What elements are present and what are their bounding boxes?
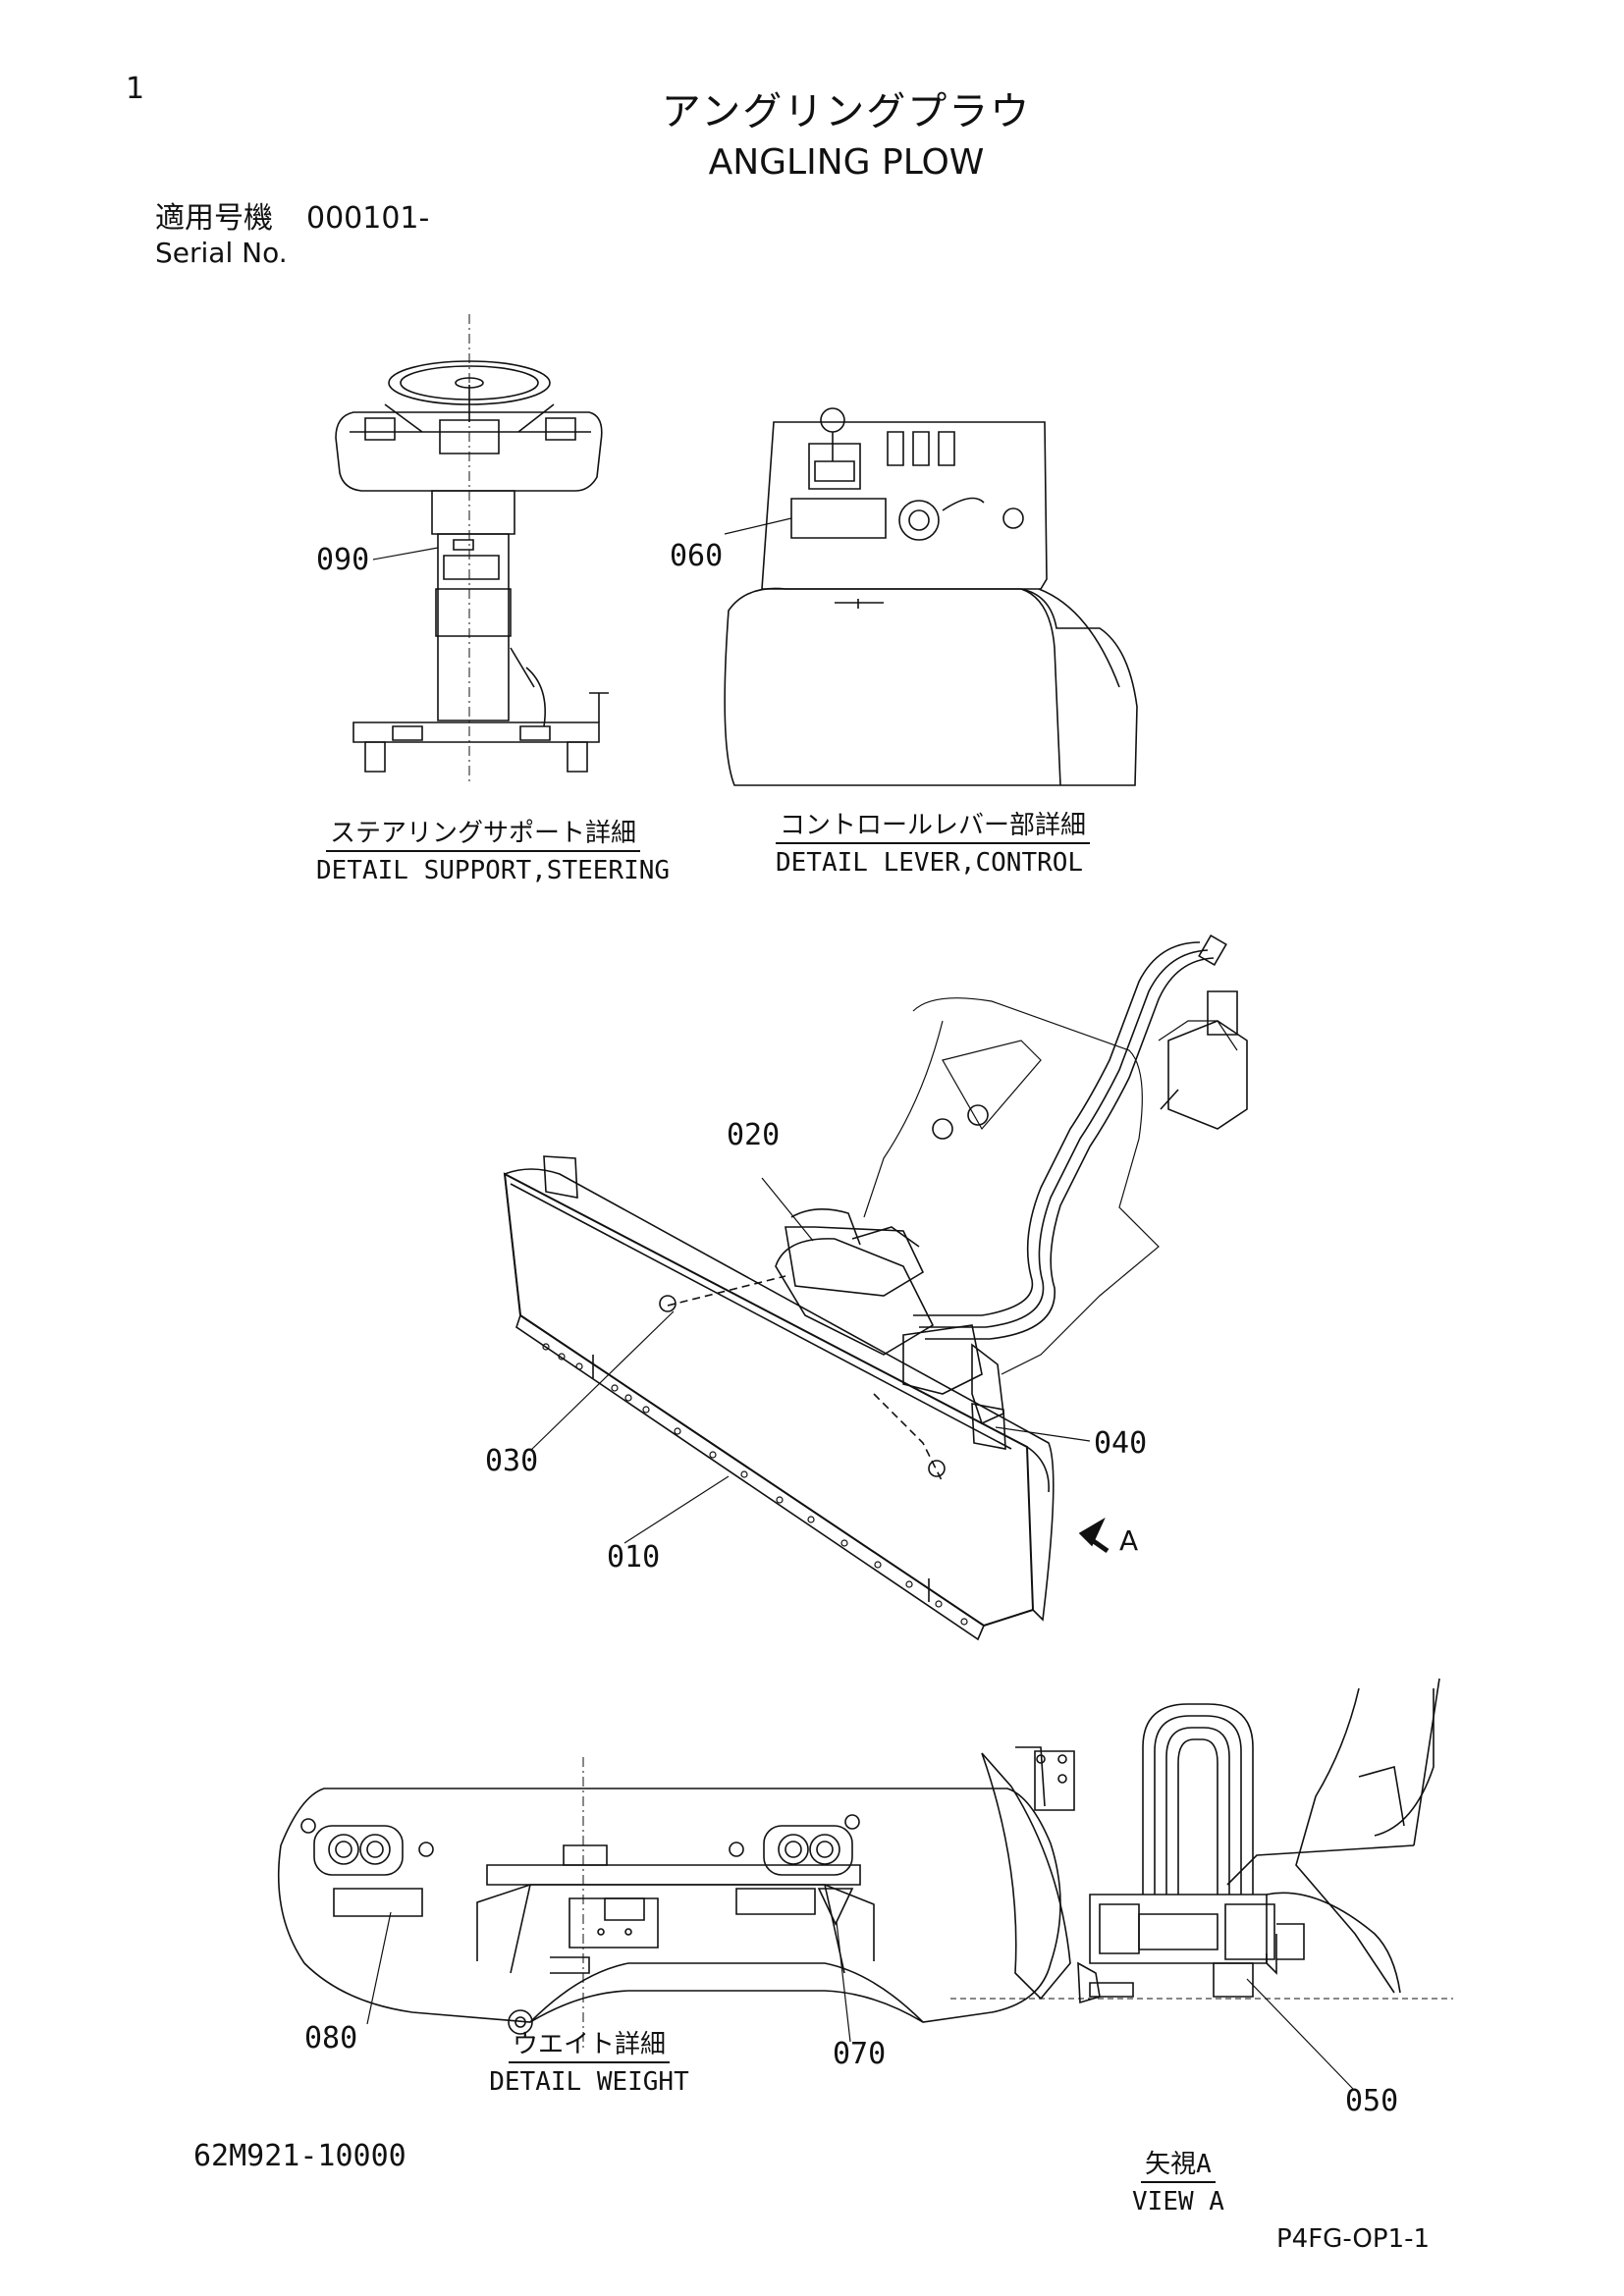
callout-060: 060 [670,539,724,573]
weight-drawing [279,1757,1060,2052]
view-a-arrow-label: A [1119,1524,1139,1557]
caption-steering-jp: ステアリングサポート詳細 [325,821,640,852]
callout-040: 040 [1094,1426,1148,1461]
serial-value: 000101- [306,201,430,236]
caption-weight-en: DETAIL WEIGHT [489,2067,689,2097]
caption-lever-jp: コントロールレバー部詳細 [776,813,1091,844]
serial-label-en: Serial No. [155,237,288,269]
callout-050: 050 [1345,2084,1399,2118]
caption-steering: ステアリングサポート詳細 DETAIL SUPPORT,STEERING [316,821,671,885]
steering-support-drawing [336,314,609,785]
callout-030: 030 [485,1444,539,1478]
title-japanese: アングリングプラウ [661,89,1032,134]
caption-lever: コントロールレバー部詳細 DETAIL LEVER,CONTROL [776,813,1091,878]
caption-weight-jp: ウエイト詳細 [508,2032,670,2063]
callout-090: 090 [316,543,370,577]
main-plow-drawing [505,935,1247,1639]
page-code: P4FG-OP1-1 [1276,2224,1431,2254]
callout-020: 020 [727,1118,781,1152]
caption-weight: ウエイト詳細 DETAIL WEIGHT [471,2032,707,2095]
control-lever-drawing [725,408,1137,785]
callout-010: 010 [607,1540,661,1575]
callout-080: 080 [304,2021,358,2056]
caption-view-a-jp: 矢視A [1141,2152,1216,2183]
caption-lever-en: DETAIL LEVER,CONTROL [776,848,1084,878]
caption-view-a: 矢視A VIEW A [1110,2152,1247,2215]
serial-label-jp: 適用号機 [155,201,273,236]
title-english: ANGLING PLOW [708,142,985,183]
caption-steering-en: DETAIL SUPPORT,STEERING [316,856,671,885]
view-a-drawing [950,1679,1453,2089]
page-number: 1 [126,72,145,106]
drawing-number: 62M921-10000 [193,2139,406,2173]
caption-view-a-en: VIEW A [1132,2187,1224,2216]
callout-070: 070 [833,2037,887,2071]
